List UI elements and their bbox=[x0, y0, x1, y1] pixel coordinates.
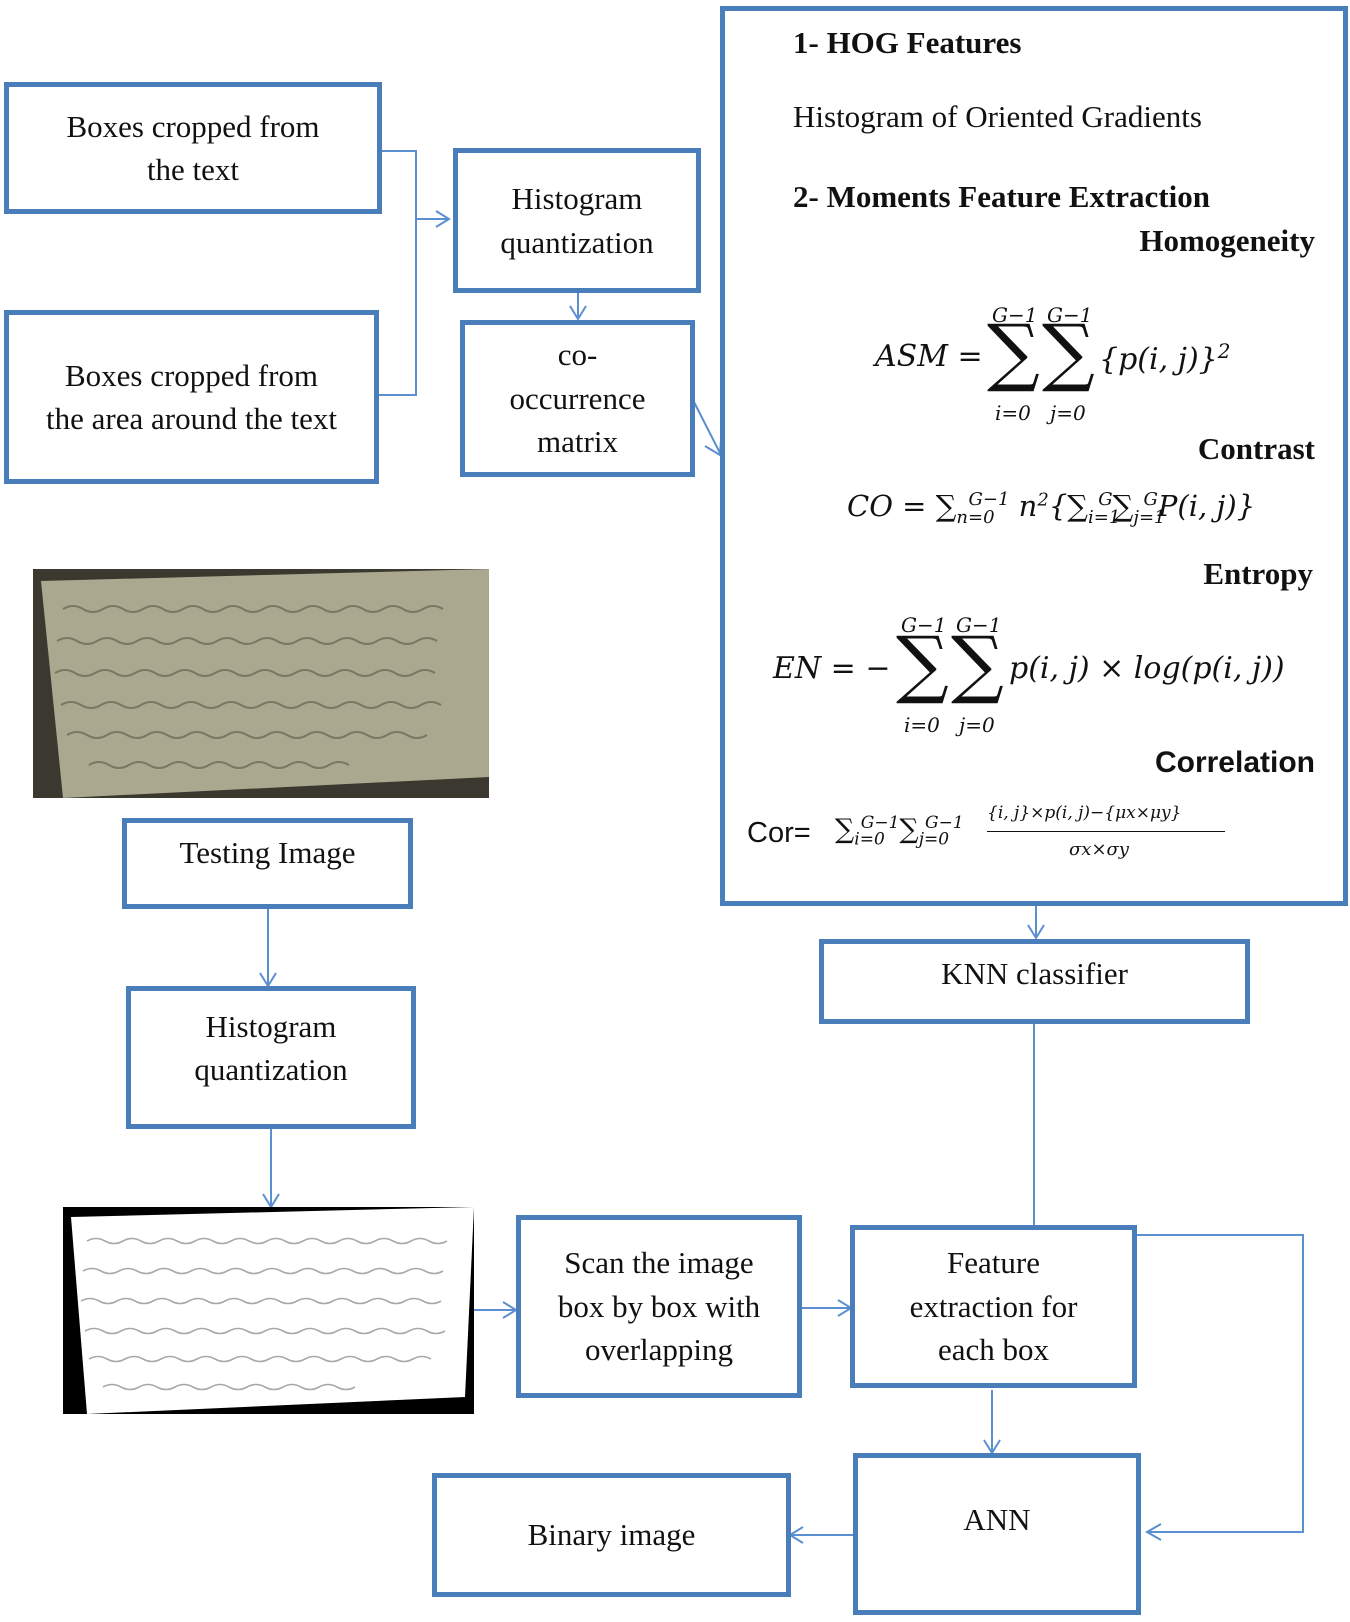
correlation-label: Correlation bbox=[1154, 746, 1315, 779]
crop-around-line-1: Boxes cropped from bbox=[64, 357, 319, 393]
arrow-crop-to-histogram bbox=[380, 150, 447, 220]
features-panel: 1- HOG Features Histogram of Oriented Gr… bbox=[720, 6, 1348, 906]
quantized-paper bbox=[71, 1207, 474, 1414]
asm-sum1-bottom: i=0 bbox=[995, 401, 1031, 425]
cor-numerator: {i, j}×p(i, j)−{μx×μy} bbox=[987, 803, 1182, 823]
knn-label: KNN classifier bbox=[941, 956, 1128, 991]
asm-sum2-bottom: j=0 bbox=[1050, 401, 1086, 425]
feature-line-3: each box bbox=[937, 1332, 1050, 1368]
scan-line-1: Scan the image bbox=[564, 1245, 754, 1281]
paper-sheet bbox=[41, 569, 489, 798]
histogram-quantization-top-box: Histogram quantization bbox=[453, 148, 701, 293]
hist-top-line-2: quantization bbox=[500, 224, 654, 260]
cooc-line-1: co- bbox=[557, 337, 598, 373]
en-sum2-bottom: j=0 bbox=[959, 713, 995, 737]
en-sum1-sign: ∑ bbox=[896, 621, 949, 707]
testing-label: Testing Image bbox=[179, 835, 356, 870]
cor-formula: Cor= ∑i=0G−1∑j=0G−1 {i, j}×p(i, j)−{μx×μ… bbox=[747, 803, 1307, 893]
scan-line-2: box by box with bbox=[557, 1288, 761, 1324]
en-sum1-bottom: i=0 bbox=[904, 713, 940, 737]
cor-denominator: σx×σy bbox=[1069, 839, 1129, 860]
arrow-cooccurrence-to-features bbox=[693, 401, 721, 454]
feature-extraction-box: Feature extraction for each box bbox=[850, 1225, 1137, 1388]
testing-image-box: Testing Image bbox=[122, 818, 413, 909]
cooc-line-3: matrix bbox=[537, 424, 618, 460]
cor-sums: ∑i=0G−1∑j=0G−1 bbox=[835, 813, 964, 850]
asm-body: {p(i, j)}2 bbox=[1099, 339, 1231, 377]
en-formula: EN = − G−1 ∑ i=0 G−1 ∑ j=0 p(i, j) × log… bbox=[773, 611, 1333, 741]
ann-label: ANN bbox=[963, 1502, 1031, 1537]
cooc-line-2: occurrence bbox=[509, 380, 646, 416]
asm-sum2-sign: ∑ bbox=[1042, 309, 1095, 395]
crop-around-line-2: the area around the text bbox=[46, 401, 337, 436]
contrast-label: Contrast bbox=[1197, 431, 1315, 466]
ann-box: ANN bbox=[853, 1453, 1141, 1615]
co-formula: CO = ∑n=0G−1 n2{∑i=1G∑j=1GP(i, j)} bbox=[847, 489, 1256, 528]
en-sum2-sign: ∑ bbox=[951, 621, 1004, 707]
hist-bottom-line-2: quantization bbox=[194, 1052, 348, 1088]
entropy-label: Entropy bbox=[1203, 556, 1313, 591]
feature-line-1: Feature bbox=[947, 1245, 1040, 1281]
scan-line-3: overlapping bbox=[584, 1332, 734, 1368]
scan-image-box: Scan the image box by box with overlappi… bbox=[516, 1215, 802, 1398]
hog-title: 1- HOG Features bbox=[793, 25, 1022, 60]
asm-sum2-top: G−1 bbox=[1047, 303, 1093, 327]
hog-description: Histogram of Oriented Gradients bbox=[793, 99, 1202, 134]
histogram-quantization-bottom-box: Histogram quantization bbox=[126, 986, 416, 1129]
boxes-cropped-text-box: Boxes cropped from the text bbox=[4, 82, 382, 214]
binary-label: Binary image bbox=[527, 1517, 696, 1553]
hist-bottom-line-1: Histogram bbox=[205, 1009, 337, 1044]
homogeneity-label: Homogeneity bbox=[1139, 223, 1315, 258]
asm-sum1-sign: ∑ bbox=[987, 309, 1040, 395]
line-around-to-merge bbox=[377, 219, 417, 396]
en-sum1-top: G−1 bbox=[901, 613, 947, 637]
asm-lhs: ASM = bbox=[875, 339, 983, 374]
boxes-cropped-around-box: Boxes cropped from the area around the t… bbox=[4, 310, 379, 484]
asm-sum1-top: G−1 bbox=[992, 303, 1038, 327]
testing-image-photo bbox=[33, 569, 489, 798]
moments-title: 2- Moments Feature Extraction bbox=[793, 179, 1210, 214]
cor-fraction-bar bbox=[987, 831, 1225, 832]
cooccurrence-matrix-box: co- occurrence matrix bbox=[460, 320, 695, 477]
asm-formula: ASM = G−1 ∑ i=0 G−1 ∑ j=0 {p(i, j)}2 bbox=[875, 301, 1315, 431]
cor-lhs: Cor= bbox=[747, 817, 811, 849]
hist-top-line-1: Histogram bbox=[511, 181, 643, 217]
feature-line-2: extraction for bbox=[909, 1288, 1078, 1324]
crop-text-line-1: Boxes cropped from bbox=[66, 108, 320, 144]
binary-image-box: Binary image bbox=[432, 1473, 791, 1597]
quantized-image bbox=[63, 1207, 474, 1414]
knn-classifier-box: KNN classifier bbox=[819, 939, 1250, 1024]
en-body: p(i, j) × log(p(i, j)) bbox=[1009, 651, 1285, 686]
crop-text-line-2: the text bbox=[146, 152, 240, 187]
en-sum2-top: G−1 bbox=[956, 613, 1002, 637]
en-lhs: EN = − bbox=[773, 651, 891, 686]
